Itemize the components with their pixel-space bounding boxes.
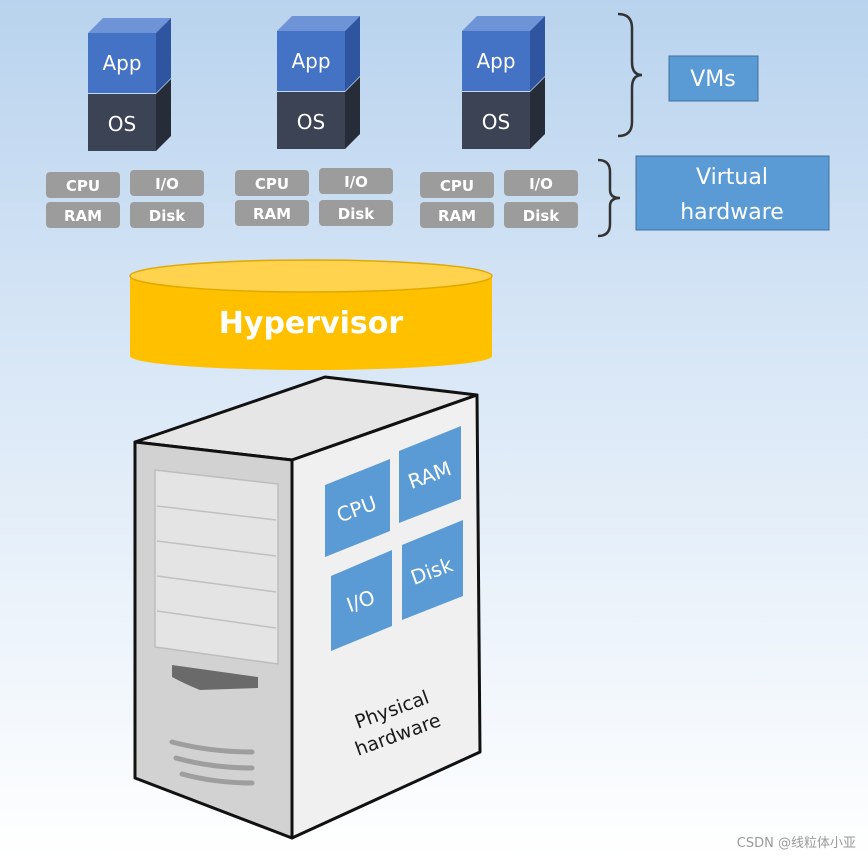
- virtual-hardware-brace: [597, 158, 621, 238]
- chip-ram: RAM: [253, 205, 291, 223]
- hypervisor-cylinder: Hypervisor: [129, 259, 493, 370]
- app-label: App: [476, 49, 515, 73]
- app-label: App: [291, 49, 330, 73]
- os-label: OS: [108, 112, 136, 136]
- chip-disk: Disk: [149, 207, 187, 225]
- os-block: OS: [462, 77, 545, 149]
- chip-disk: Disk: [523, 207, 561, 225]
- virtual-hardware-label-box: Virtual hardware: [635, 155, 830, 231]
- app-block: App: [88, 18, 171, 93]
- optical-slot: [172, 665, 258, 690]
- os-label: OS: [297, 110, 325, 134]
- server-disk-panel: Disk: [402, 520, 463, 620]
- virtual-hardware-chips: CPU I/O RAM Disk: [46, 170, 204, 228]
- os-block: OS: [88, 79, 171, 151]
- vms-label: VMs: [690, 67, 736, 92]
- watermark: CSDN @线粒体小亚: [736, 836, 856, 851]
- server-cpu-panel: CPU: [325, 459, 390, 557]
- server-ram-panel: RAM: [399, 426, 461, 523]
- chip-ram: RAM: [438, 207, 476, 225]
- physical-server: CPU RAM I/O Disk Physical hardware: [133, 375, 482, 840]
- chip-io: I/O: [344, 173, 368, 191]
- virtual-hardware-label-line2: hardware: [680, 200, 784, 225]
- os-label: OS: [482, 110, 510, 134]
- os-block: OS: [277, 77, 360, 149]
- chip-io: I/O: [155, 175, 179, 193]
- chip-cpu: CPU: [440, 177, 474, 195]
- chip-cpu: CPU: [66, 177, 100, 195]
- vm-stack-2: App OS CPU I/O RAM Disk: [235, 16, 393, 226]
- virtual-hardware-chips: CPU I/O RAM Disk: [420, 170, 578, 228]
- app-label: App: [102, 51, 141, 75]
- hypervisor-label: Hypervisor: [219, 306, 404, 341]
- chip-ram: RAM: [64, 207, 102, 225]
- vm-stack-1: App OS CPU I/O RAM Disk: [46, 18, 204, 228]
- vms-label-box: VMs: [668, 55, 759, 102]
- drive-bays: [154, 469, 279, 665]
- chip-cpu: CPU: [255, 175, 289, 193]
- chip-disk: Disk: [338, 205, 376, 223]
- virtual-hardware-label-line1: Virtual: [696, 165, 768, 190]
- vm-stack-3: App OS CPU I/O RAM Disk: [420, 16, 578, 228]
- virtual-hardware-chips: CPU I/O RAM Disk: [235, 168, 393, 226]
- vms-brace: [617, 12, 643, 138]
- app-block: App: [277, 16, 360, 91]
- server-io-panel: I/O: [331, 550, 392, 651]
- vent-lines: [169, 739, 255, 786]
- app-block: App: [462, 16, 545, 91]
- chip-io: I/O: [529, 175, 553, 193]
